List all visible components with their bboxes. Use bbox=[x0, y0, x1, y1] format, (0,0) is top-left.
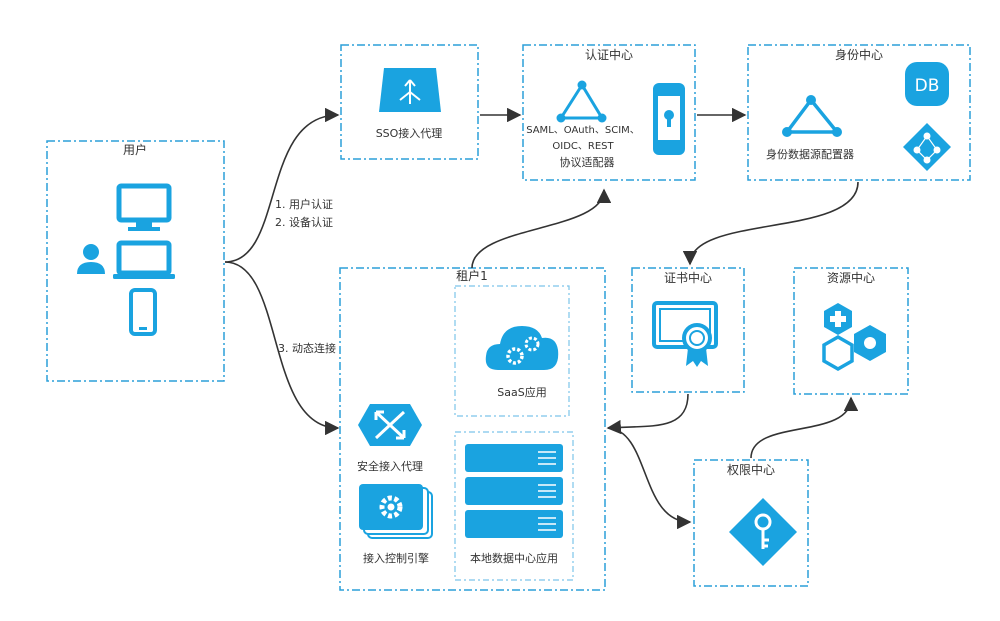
auth-center-box: 认证中心 SAML、OAuth、SCIM、 OIDC、REST 协议适配器 bbox=[522, 44, 696, 181]
connector-cert-tenant bbox=[606, 393, 689, 435]
sso-box: SSO接入代理 bbox=[340, 44, 479, 160]
permission-center-box: 权限中心 bbox=[693, 459, 809, 587]
resource-center-title: 资源中心 bbox=[827, 270, 875, 285]
cert-center-title: 证书中心 bbox=[664, 270, 712, 285]
connectors bbox=[224, 107, 859, 530]
users-box: 用户 bbox=[46, 140, 225, 382]
local-dc-box: 本地数据中心应用 bbox=[454, 431, 574, 581]
protocol-adapter-label: 协议适配器 bbox=[560, 155, 615, 169]
person-icon bbox=[77, 244, 105, 274]
connector-tenant-auth bbox=[471, 188, 612, 269]
control-engine-icon bbox=[359, 484, 433, 539]
connector-tenant-permission bbox=[607, 427, 692, 530]
saas-box: SaaS应用 bbox=[454, 285, 570, 417]
auth-center-title: 认证中心 bbox=[585, 47, 633, 62]
edge-label-step3: 3. 动态连接 bbox=[278, 342, 336, 355]
phone-lock-icon bbox=[653, 83, 685, 155]
auth-protocols-line1: SAML、OAuth、SCIM、 bbox=[526, 125, 640, 136]
control-engine-label: 接入控制引擎 bbox=[363, 551, 429, 565]
key-diamond-icon bbox=[729, 498, 797, 566]
tenant-title: 租户1 bbox=[456, 268, 488, 283]
certificate-icon bbox=[652, 301, 718, 367]
server-stack-icon bbox=[465, 444, 563, 538]
db-text: DB bbox=[915, 76, 940, 96]
sso-proxy-icon bbox=[379, 68, 441, 112]
triangle-network-icon bbox=[782, 95, 842, 137]
cert-center-box: 证书中心 bbox=[631, 267, 745, 393]
hexagon-resources-icon bbox=[822, 303, 886, 372]
connector-users-tenant bbox=[224, 261, 340, 436]
connector-identity-cert bbox=[682, 181, 859, 266]
connector-permission-resource bbox=[750, 396, 859, 459]
identity-center-title: 身份中心 bbox=[835, 47, 883, 62]
database-icon: DB bbox=[905, 62, 949, 106]
resource-center-box: 资源中心 bbox=[793, 267, 909, 395]
directory-icon bbox=[903, 123, 951, 171]
tenant-box: 租户1 SaaS应用 本地数 bbox=[339, 267, 606, 591]
identity-source-label: 身份数据源配置器 bbox=[766, 147, 854, 161]
auth-protocols-line2: OIDC、REST bbox=[552, 141, 614, 152]
sso-label: SSO接入代理 bbox=[376, 127, 443, 140]
identity-center-box: 身份中心 DB 身份数据源配置器 bbox=[747, 44, 971, 181]
saas-label: SaaS应用 bbox=[497, 385, 546, 399]
laptop-icon bbox=[113, 240, 175, 279]
secure-proxy-icon bbox=[358, 404, 422, 446]
local-dc-label: 本地数据中心应用 bbox=[470, 551, 558, 565]
triangle-network-icon bbox=[556, 80, 607, 123]
edge-label-step2: 2. 设备认证 bbox=[275, 215, 333, 229]
permission-center-title: 权限中心 bbox=[727, 462, 775, 477]
edge-label-step1: 1. 用户认证 bbox=[275, 197, 333, 211]
cloud-gear-icon bbox=[485, 326, 559, 370]
phone-icon bbox=[129, 288, 157, 336]
users-box-title: 用户 bbox=[123, 142, 147, 157]
desktop-icon bbox=[116, 183, 172, 231]
secure-proxy-label: 安全接入代理 bbox=[357, 459, 423, 473]
connector-users-sso bbox=[224, 107, 340, 263]
